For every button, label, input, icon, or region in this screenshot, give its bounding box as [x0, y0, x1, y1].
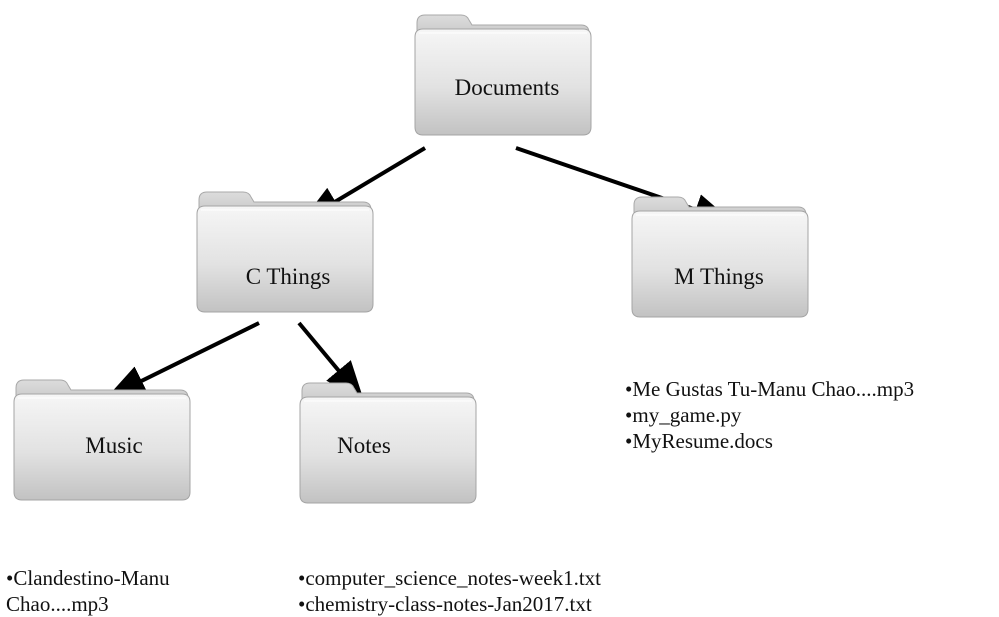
folder-label-c-things: C Things — [246, 264, 331, 289]
folder-music[interactable]: Music — [13, 379, 191, 501]
file-item[interactable]: MyResume.docs — [625, 428, 995, 454]
folder-label-music: Music — [85, 433, 143, 458]
folder-m-things[interactable]: M Things — [631, 196, 809, 318]
file-item[interactable]: my_game.py — [625, 402, 995, 428]
arrow-c-things-to-music — [105, 321, 260, 399]
folder-documents[interactable]: Documents — [414, 14, 592, 136]
folder-label-m-things: M Things — [674, 264, 764, 289]
file-list-m-things: Me Gustas Tu-Manu Chao....mp3 my_game.py… — [625, 376, 995, 454]
folder-label-notes: Notes — [337, 433, 391, 458]
file-item[interactable]: computer_science_notes-week1.txt — [298, 565, 718, 591]
folder-c-things[interactable]: C Things — [196, 191, 374, 313]
file-list-music: Clandestino-Manu Chao....mp3 — [6, 565, 221, 617]
file-item[interactable]: Me Gustas Tu-Manu Chao....mp3 — [625, 376, 995, 402]
folder-notes[interactable]: Notes — [299, 382, 477, 504]
folder-icon — [196, 191, 374, 313]
file-item[interactable]: Clandestino-Manu Chao....mp3 — [6, 565, 221, 617]
file-item[interactable]: chemistry-class-notes-Jan2017.txt — [298, 591, 718, 617]
folder-icon — [631, 196, 809, 318]
file-list-notes: computer_science_notes-week1.txt chemist… — [298, 565, 718, 617]
folder-label-documents: Documents — [455, 75, 560, 100]
